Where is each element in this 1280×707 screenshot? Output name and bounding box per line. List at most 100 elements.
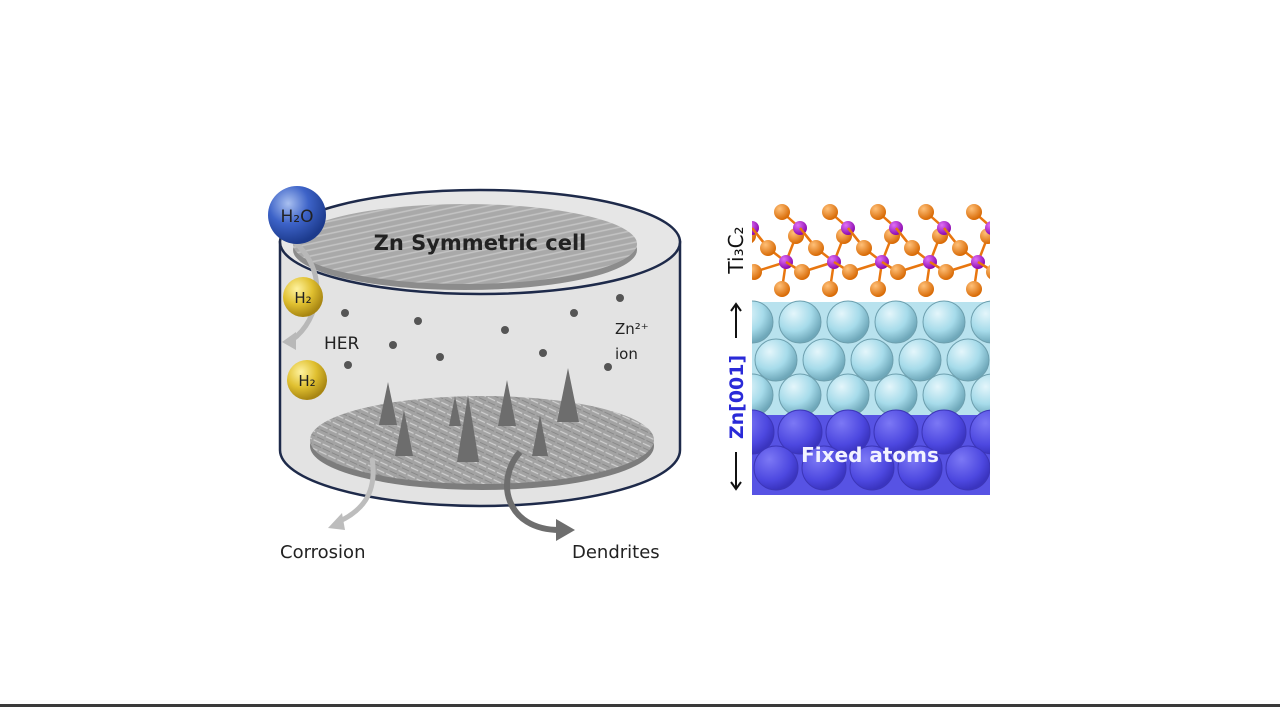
top-zn-plate [293, 204, 637, 284]
zn-atom [946, 338, 990, 382]
bottom-border [0, 704, 1280, 707]
ti-atom [952, 240, 968, 256]
fixed-zn-atom [945, 445, 990, 491]
water-label: H₂O [281, 207, 314, 227]
ti-atom [822, 204, 838, 220]
ti-atom [870, 281, 886, 297]
ti-c-bond [1026, 262, 1042, 272]
fixed-zn-atom [706, 446, 750, 490]
ti-atom [698, 264, 714, 280]
ti-c-bond [1040, 228, 1056, 248]
ti-atom [938, 264, 954, 280]
ti-atom [918, 204, 934, 220]
ti-atom [842, 264, 858, 280]
zn-atom [683, 301, 725, 343]
corrosion-arrow [336, 457, 376, 525]
zn-ion-dot [616, 294, 624, 302]
ti-c-bond [994, 262, 1026, 272]
zn-atom [898, 338, 942, 382]
water-molecule-icon [268, 186, 326, 244]
ti-c-bond [704, 228, 720, 248]
fixed-zn-atom [682, 410, 726, 454]
ti-atom [774, 281, 790, 297]
fixed-zn-atom [801, 445, 847, 491]
zn-ion-dot [436, 353, 444, 361]
hydrogen-label-1: H₂ [294, 289, 311, 307]
atomic-structure [682, 204, 1056, 495]
corrosion-label: Corrosion [280, 542, 365, 563]
hydrogen-icon-1 [283, 277, 323, 317]
ti-c-bond [977, 260, 990, 271]
c-atom [1019, 255, 1033, 269]
ti-atom [904, 240, 920, 256]
ti-c-bond [1026, 236, 1036, 262]
ti-atom [1028, 228, 1044, 244]
dendrite-cone [557, 368, 579, 422]
zn-atom [754, 338, 798, 382]
zn-atom [922, 300, 966, 344]
zn-ion-dot [414, 317, 422, 325]
ti3c2-lattice [690, 204, 1056, 297]
zn-atom [752, 300, 774, 344]
zn-atom [752, 373, 774, 417]
zn-atom [970, 300, 990, 344]
ti-c-bond [1036, 228, 1040, 236]
zn-atom [850, 338, 894, 382]
fixed-zn-atom [969, 409, 990, 455]
ti-c-bond [690, 262, 706, 272]
ti-atom [870, 204, 886, 220]
zn-ion-dot [539, 349, 547, 357]
zn-ion-dot [604, 363, 612, 371]
fixed-zn-atom [921, 409, 967, 455]
zn001-arrow-icon [730, 302, 742, 491]
fixed-zn-atoms [682, 409, 990, 491]
her-label: HER [324, 334, 360, 354]
ti-c-bond [992, 228, 1008, 248]
zn-atom [802, 338, 846, 382]
dendrites-group [379, 368, 579, 462]
ti3c2-label: Ti₃C₂ [724, 226, 748, 274]
fixed-zn-atom [849, 445, 895, 491]
ti-atom [986, 265, 990, 279]
ti-c-bond [752, 228, 754, 231]
her-arrowhead [282, 332, 296, 350]
bottom-zn-plate [310, 396, 654, 484]
zn-atoms [683, 300, 990, 417]
zn-atom [683, 374, 725, 416]
ti-c-bond [1008, 248, 1026, 262]
dendrite-cone [449, 396, 461, 426]
ti-atom [822, 281, 838, 297]
fixed-atoms-label: Fixed atoms [801, 443, 939, 467]
zn-ion-dot [501, 326, 509, 334]
fixed-zn-atom [897, 445, 943, 491]
zn001-label: Zn[001] [726, 355, 748, 439]
zn-symmetric-cell: Zn Symmetric cell H₂O H₂ H₂ HER Zn²⁺ ion… [268, 186, 682, 563]
dendrite-cone [379, 382, 397, 425]
fixed-zn-atom [753, 445, 799, 491]
ti-c-bond [1022, 212, 1040, 228]
dendrites-label: Dendrites [572, 542, 660, 563]
ti-atom [856, 240, 872, 256]
zn-ion-label: Zn²⁺ [615, 320, 649, 338]
ti-atom [1014, 204, 1030, 220]
cell-title: Zn Symmetric cell [374, 231, 587, 255]
zn-atom [826, 300, 870, 344]
hydrogen-label-2: H₂ [298, 372, 315, 390]
zn-atom [970, 373, 990, 417]
dendrite-cone [498, 380, 516, 426]
ti-atom [808, 240, 824, 256]
dendrite-cone [457, 395, 479, 462]
dendrite-cone [532, 415, 548, 456]
c-atom [1033, 221, 1047, 235]
ti-atom [918, 281, 934, 297]
ti-atom [726, 204, 742, 220]
ti-atom [794, 264, 810, 280]
fixed-zn-atom [777, 409, 823, 455]
zn-ion-dot [344, 361, 352, 369]
c-atom [985, 221, 990, 235]
dendrites-arrow [504, 450, 561, 533]
corrosion-arrowhead [328, 513, 345, 530]
hydrogen-icon-2 [287, 360, 327, 400]
ti-c-bond [1022, 262, 1026, 289]
